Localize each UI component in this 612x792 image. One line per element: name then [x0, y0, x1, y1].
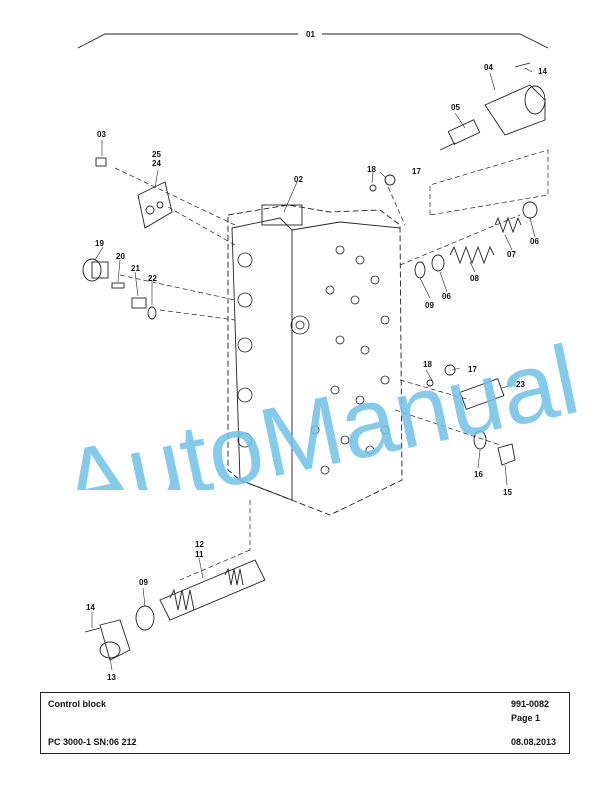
callout-14-top: 14 — [538, 67, 547, 76]
assembly-bracket — [77, 33, 298, 49]
machine-model: PC 3000-1 SN:06 212 — [48, 737, 137, 747]
spring-group-right — [369, 174, 538, 279]
valve-group-right — [426, 364, 516, 466]
callout-11: 11 — [195, 550, 204, 559]
callout-03: 03 — [97, 130, 106, 139]
callout-08: 08 — [470, 274, 479, 283]
callout-14-bottom: 14 — [86, 603, 95, 612]
callout-07: 07 — [507, 250, 516, 259]
callout-18-top: 18 — [367, 165, 376, 174]
callout-22: 22 — [148, 274, 157, 283]
callout-04: 04 — [484, 63, 493, 72]
cover-plate — [95, 157, 173, 229]
callout-17-top: 17 — [412, 167, 421, 176]
page-number: Page 1 — [511, 713, 541, 723]
callout-12: 12 — [195, 540, 204, 549]
title-block: Control block 991-0082 Page 1 PC 3000-1 … — [40, 692, 570, 754]
callout-05: 05 — [451, 103, 460, 112]
callout-24: 24 — [152, 159, 161, 168]
callout-06-mid: 06 — [442, 292, 451, 301]
callout-20: 20 — [116, 252, 125, 261]
callout-21: 21 — [131, 264, 140, 273]
control-block-body — [227, 204, 403, 516]
callout-02: 02 — [294, 175, 303, 184]
callout-25: 25 — [152, 150, 161, 159]
assembly-bracket-right — [322, 33, 549, 49]
callout-16: 16 — [474, 470, 483, 479]
spool-group-bottom — [84, 559, 266, 661]
control-block-diagram — [77, 33, 549, 671]
callout-19: 19 — [95, 239, 104, 248]
callout-18-mid: 18 — [423, 360, 432, 369]
callout-09-bottom: 09 — [139, 578, 148, 587]
document-title: Control block — [48, 699, 106, 709]
callout-17-mid: 17 — [468, 365, 477, 374]
plug-group-left — [82, 258, 157, 320]
document-date: 08.08.2013 — [511, 737, 557, 747]
callout-01: 01 — [306, 30, 315, 39]
document-number: 991-0082 — [511, 699, 550, 709]
exploded-view-drawing: 01 04 14 05 03 25 24 18 17 02 19 20 21 2… — [77, 30, 549, 682]
callout-09-right: 09 — [425, 301, 434, 310]
callout-06-right: 06 — [530, 237, 539, 246]
callout-13: 13 — [107, 673, 116, 682]
callout-23: 23 — [516, 380, 525, 389]
callout-15: 15 — [503, 488, 512, 497]
solenoid-assembly — [439, 62, 546, 151]
